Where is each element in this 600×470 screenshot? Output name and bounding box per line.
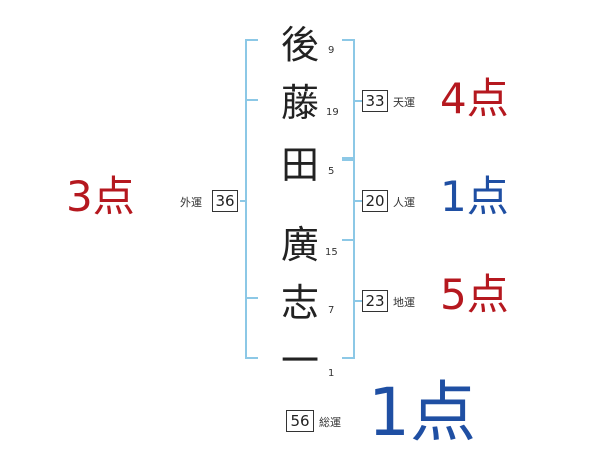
- name-char-6: 一: [280, 339, 319, 383]
- gai-score: 3点: [66, 172, 135, 221]
- so-score: 1点: [368, 374, 476, 451]
- so-value-box: 56: [286, 410, 314, 432]
- ten-value-box: 33: [362, 90, 388, 112]
- stroke-count-3: 5: [328, 166, 335, 177]
- outer-bracket: [245, 39, 258, 359]
- stroke-count-4: 15: [325, 247, 338, 258]
- chi-label: 地運: [393, 296, 415, 309]
- name-char-2: 藤: [280, 81, 319, 125]
- name-char-3: 田: [280, 143, 319, 187]
- chi-score: 5点: [440, 270, 509, 319]
- name-char-5: 志: [280, 281, 319, 325]
- stroke-count-1: 9: [328, 45, 335, 56]
- jin-score: 1点: [440, 172, 509, 221]
- ten-label: 天運: [393, 96, 415, 109]
- gai-label: 外運: [180, 196, 202, 209]
- chi-bracket: [342, 239, 355, 359]
- stroke-count-6: 1: [328, 368, 335, 379]
- stroke-count-2: 19: [326, 107, 339, 118]
- stroke-count-5: 7: [328, 305, 335, 316]
- chi-value-box: 23: [362, 290, 388, 312]
- so-label: 総運: [319, 416, 341, 429]
- gai-value-box: 36: [212, 190, 238, 212]
- jin-value-box: 20: [362, 190, 388, 212]
- ten-score: 4点: [440, 74, 509, 123]
- jin-bracket: [342, 157, 355, 241]
- ten-bracket: [342, 39, 355, 161]
- jin-label: 人運: [393, 196, 415, 209]
- name-char-1: 後: [280, 23, 319, 67]
- name-char-4: 廣: [280, 223, 319, 267]
